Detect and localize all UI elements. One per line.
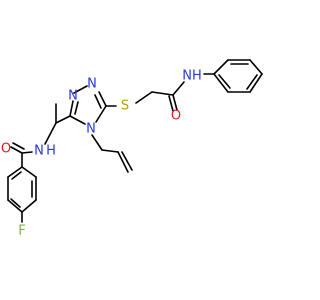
bond [95,105,107,123]
bond-carbonyl-o [172,94,178,111]
bond-carbonyl-o [10,146,23,154]
bond-ch2-s [135,91,153,104]
triazole-ring [69,85,107,125]
bond [213,73,229,93]
atom-nh-right: NH [182,69,202,84]
bond [69,100,74,117]
bond-carbonyl-ch2 [151,91,174,96]
atom-triazole-n2: N [68,89,78,104]
bond [21,199,37,213]
bond [91,134,103,151]
bond [121,151,133,171]
bond [10,198,21,208]
bond [249,59,263,75]
fluorophenyl-ring [7,166,37,223]
atom-sulfur: S [121,99,129,114]
bond-nh-carbonyl [172,81,185,96]
benzamide-group [10,142,33,168]
atom-fluorine: F [18,224,25,239]
bond-nh-carbonyl [21,151,33,154]
phenyl-ring [213,59,263,93]
atom-triazole-n4: N [86,122,96,137]
atom-nh-left: N [34,144,44,159]
structure-svg: O NH H S N N N O N H F [1,59,263,239]
bond [98,91,107,107]
bond [246,74,258,90]
bond [55,115,71,124]
bond [218,74,231,89]
allyl-group [91,134,133,173]
bond [249,73,263,93]
atom-labels: O NH H S N N N O N H F [1,69,202,239]
molecule-structure: O NH H S N N N O N H F [1,59,263,239]
bond [73,85,88,94]
bond [69,115,86,125]
bond-carbonyl-o-double [168,95,174,112]
bond [21,166,37,178]
bond [74,101,79,115]
atom-oxygen-left: O [1,142,11,157]
acetamide-group [135,81,185,112]
ethylidene-group [44,103,71,145]
bond [213,59,229,75]
bond [117,151,129,173]
atom-h-left: H [46,144,56,159]
bond [7,166,23,178]
bond [101,149,119,153]
bond-ch-nh [44,122,57,145]
bond [7,199,23,213]
atom-triazole-n1: N [87,77,97,92]
bond-carbonyl-o-double [12,142,25,150]
atom-oxygen-right: O [171,109,181,124]
bond [94,94,102,109]
bond [11,171,22,180]
